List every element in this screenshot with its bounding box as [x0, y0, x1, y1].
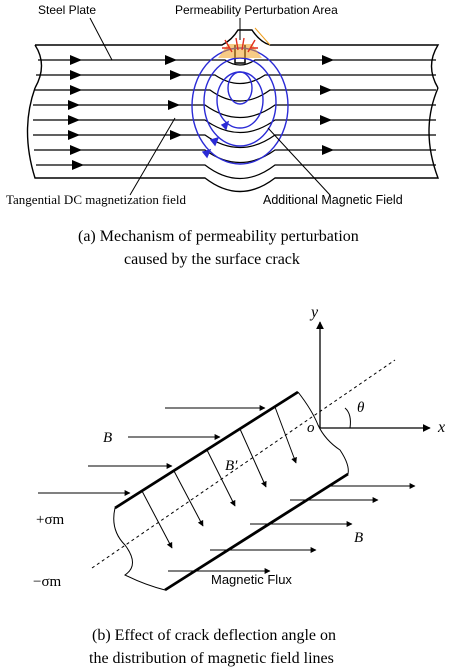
crack-end-right: [297, 391, 349, 475]
field-line: [34, 149, 436, 163]
internal-field-arrows: [141, 406, 297, 549]
label-magnetic-flux: Magnetic Flux: [211, 572, 292, 587]
label-perturbation-area: Permeability Perturbation Area: [175, 3, 338, 17]
field-line: [38, 59, 436, 66]
field-line: [33, 104, 436, 118]
crack-end-left: [113, 507, 166, 591]
caption-b-line1: (b) Effect of crack deflection angle on: [92, 627, 336, 644]
panel-a: Steel Plate Permeability Perturbation Ar…: [6, 3, 440, 268]
plate-top-edge: [34, 29, 440, 89]
field-line: [36, 164, 436, 180]
field-line: [36, 74, 436, 85]
panel-b: y x o θ: [33, 304, 445, 667]
label-B-out: B: [354, 530, 363, 546]
caption-b-line2: the distribution of magnetic field lines: [89, 650, 334, 667]
crack-edge-upper: [114, 390, 299, 510]
label-sigma-minus: −σm: [33, 574, 62, 590]
field-line: [35, 89, 436, 102]
label-steel-plate: Steel Plate: [38, 3, 96, 17]
angle-label: θ: [357, 400, 365, 416]
outgoing-field-arrows: [168, 483, 416, 574]
field-arrows: [68, 55, 334, 170]
label-additional-field: Additional Magnetic Field: [263, 193, 403, 207]
label-tangential-field: Tangential DC magnetization field: [6, 192, 186, 207]
field-line: [33, 119, 436, 133]
field-line: [33, 134, 436, 148]
origin-label: o: [307, 420, 315, 436]
label-B-in: B: [103, 430, 112, 446]
angle-arc: [344, 407, 351, 429]
deflection-line: [91, 359, 396, 569]
y-axis-label: y: [309, 304, 319, 321]
perturbation-area: [218, 37, 262, 58]
incoming-field-arrows: [38, 405, 266, 496]
caption-a-line1: (a) Mechanism of permeability perturbati…: [78, 228, 359, 245]
panel-a-leaders: [89, 17, 331, 196]
label-sigma-plus: +σm: [36, 512, 65, 528]
x-axis-label: x: [437, 419, 445, 436]
plate-bottom-edge: [26, 87, 440, 193]
caption-a-line2: caused by the surface crack: [124, 251, 300, 268]
label-B-prime: B′: [225, 458, 238, 474]
